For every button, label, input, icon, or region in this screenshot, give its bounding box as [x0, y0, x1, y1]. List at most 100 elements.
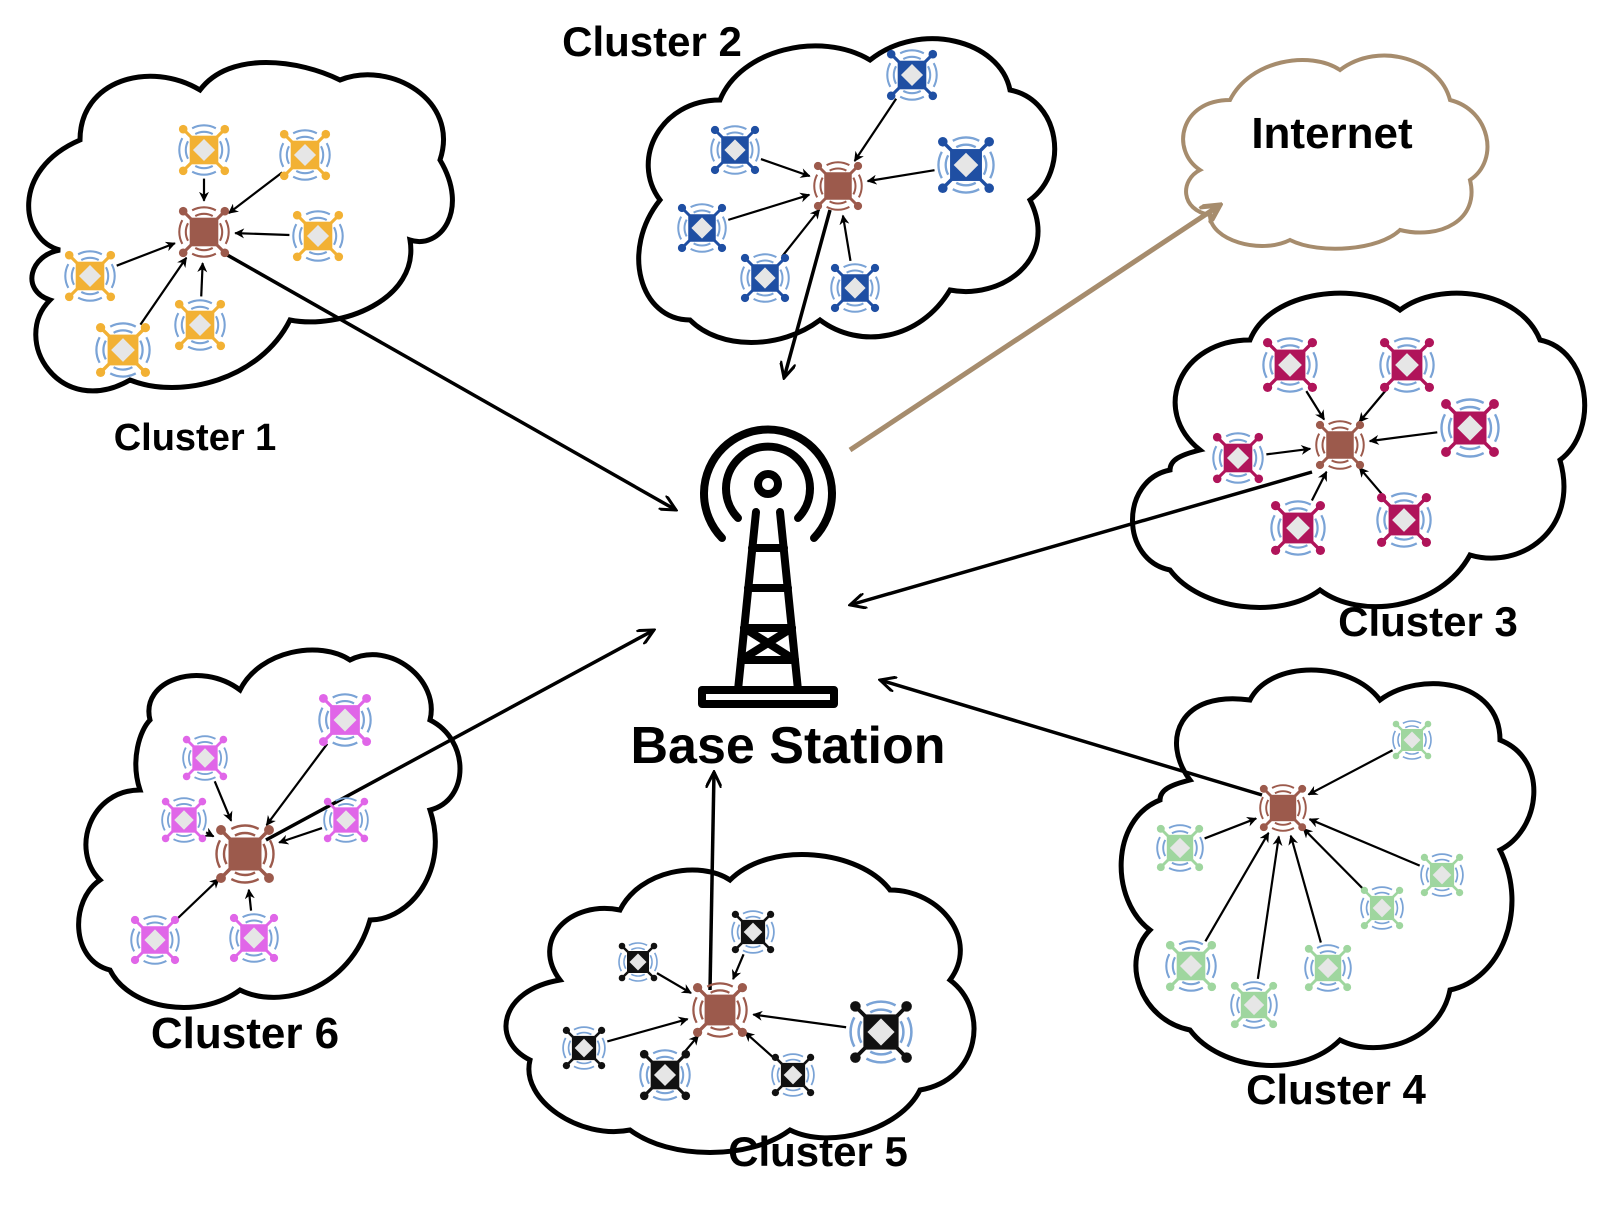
cluster1-member-3-link-arrow — [234, 228, 290, 239]
quad-drone-icon — [886, 49, 938, 101]
quad-drone-icon — [1212, 432, 1264, 484]
cluster2-member-2-link-arrow — [760, 158, 811, 178]
cluster-2-label: Cluster 2 — [562, 18, 742, 65]
uplink-arrows — [221, 209, 1313, 991]
internet-cloud-icon — [1181, 53, 1490, 251]
quad-drone-icon — [161, 797, 207, 843]
cluster3-member-4-link-arrow — [1266, 444, 1312, 456]
cluster4-member-1-link-arrow — [1307, 749, 1394, 796]
quad-drone-icon — [1420, 853, 1464, 897]
base-station-label: Base Station — [631, 717, 946, 775]
cluster1-member-4-link-arrow — [116, 241, 176, 267]
cluster-3-label: Cluster 3 — [1338, 598, 1518, 645]
quad-drone-icon — [1156, 824, 1204, 872]
uplink-cluster-5 — [710, 772, 714, 991]
quad-drone-icon — [95, 322, 151, 378]
quad-drone-icon — [1304, 944, 1352, 992]
quad-drone-icon — [1230, 981, 1278, 1029]
cluster-head-drone-icon — [813, 161, 863, 211]
cluster4-member-7-link-arrow — [1288, 834, 1322, 943]
quad-drone-icon — [618, 942, 658, 982]
cluster-4-label: Cluster 4 — [1246, 1066, 1426, 1113]
cluster-6-label: Cluster 6 — [151, 1009, 339, 1058]
radio-tower-icon — [698, 425, 838, 708]
cluster4-member-3-link-arrow — [1308, 818, 1421, 867]
cluster4-member-5-link-arrow — [1204, 832, 1270, 942]
quad-drone-icon — [771, 1053, 815, 1097]
cluster-5-label: Cluster 5 — [728, 1128, 908, 1175]
cluster2-member-6-link-arrow — [839, 214, 852, 262]
quad-drone-icon — [64, 250, 116, 302]
cluster6-member-1-link-arrow — [213, 780, 233, 822]
quad-drone-icon — [229, 913, 279, 963]
uplink-cluster-1 — [221, 250, 676, 510]
cluster-3-cloud — [1130, 290, 1588, 610]
quad-drone-icon — [1440, 398, 1500, 458]
cluster-4-cloud — [1118, 667, 1537, 1068]
cluster4-member-4-link-arrow — [1302, 827, 1366, 892]
cluster-5-cloud — [503, 852, 977, 1155]
cluster-head-drone-icon — [1315, 420, 1365, 470]
uplink-cluster-3 — [850, 470, 1313, 605]
cluster4-member-2-link-arrow — [1204, 817, 1258, 840]
cluster3-member-5-link-arrow — [1310, 470, 1328, 502]
quad-drone-icon — [279, 129, 331, 181]
cluster5-member-1-link-arrow — [731, 953, 745, 980]
quad-drone-icon — [1262, 337, 1318, 393]
quad-drone-icon — [292, 210, 344, 262]
cluster4-member-6-link-arrow — [1256, 835, 1283, 980]
quad-drone-icon — [731, 910, 775, 954]
drone-nodes — [64, 49, 1500, 1101]
quad-drone-icon — [849, 1000, 913, 1064]
quad-drone-icon — [182, 735, 228, 781]
quad-drone-icon — [174, 299, 226, 351]
cluster3-member-2-link-arrow — [1358, 387, 1389, 423]
quad-drone-icon — [1379, 337, 1435, 393]
uplink-cluster-4 — [880, 680, 1263, 797]
cluster-1-cloud — [26, 60, 455, 394]
cluster2-member-3-link-arrow — [866, 169, 935, 185]
cluster2-member-4-link-arrow — [727, 192, 811, 221]
cluster-head-drone-icon — [215, 824, 275, 884]
cluster5-member-2-link-arrow — [656, 972, 692, 994]
quad-drone-icon — [1270, 500, 1326, 556]
quad-drone-icon — [178, 124, 230, 176]
quad-drone-icon — [830, 263, 880, 313]
quad-drone-icon — [639, 1049, 691, 1101]
cluster1-member-5-link-arrow — [139, 256, 188, 326]
uplink-cluster-2 — [784, 209, 832, 378]
quad-drone-icon — [1376, 492, 1432, 548]
quad-drone-icon — [1360, 886, 1404, 930]
cluster1-member-2-link-arrow — [228, 171, 283, 214]
cluster6-member-6-link-arrow — [244, 888, 255, 911]
quad-drone-icon — [740, 253, 790, 303]
cluster1-member-6-link-arrow — [197, 262, 208, 297]
quad-drone-icon — [130, 915, 180, 965]
cluster6-member-4-link-arrow — [278, 827, 323, 845]
cluster2-member-5-link-arrow — [781, 208, 821, 258]
quad-drone-icon — [677, 203, 727, 253]
cluster5-member-3-link-arrow — [607, 1016, 689, 1043]
cluster-head-drone-icon — [692, 982, 748, 1038]
cluster-head-drone-icon — [178, 206, 230, 258]
cluster6-member-5-link-arrow — [174, 878, 220, 922]
quad-drone-icon — [318, 693, 372, 747]
cluster-head-drone-icon — [1259, 784, 1307, 832]
quad-drone-icon — [1392, 720, 1432, 760]
cluster-1-label: Cluster 1 — [114, 417, 277, 459]
quad-drone-icon — [710, 125, 760, 175]
internet-label: Internet — [1251, 109, 1413, 158]
cluster3-member-3-link-arrow — [1368, 431, 1438, 445]
cluster5-member-5-link-arrow — [744, 1031, 776, 1060]
quad-drone-icon — [562, 1026, 606, 1070]
internet-link-arrow — [848, 205, 1220, 453]
cluster3-member-1-link-arrow — [1305, 390, 1326, 421]
quad-drone-icon — [1165, 940, 1217, 992]
cluster5-member-6-link-arrow — [752, 1010, 847, 1029]
quad-drone-icon — [323, 797, 369, 843]
cluster6-member-2-link-arrow — [265, 743, 329, 826]
quad-drone-icon — [937, 136, 995, 194]
cluster6-member-3-link-arrow — [203, 827, 215, 838]
cluster3-member-6-link-arrow — [1358, 467, 1385, 498]
